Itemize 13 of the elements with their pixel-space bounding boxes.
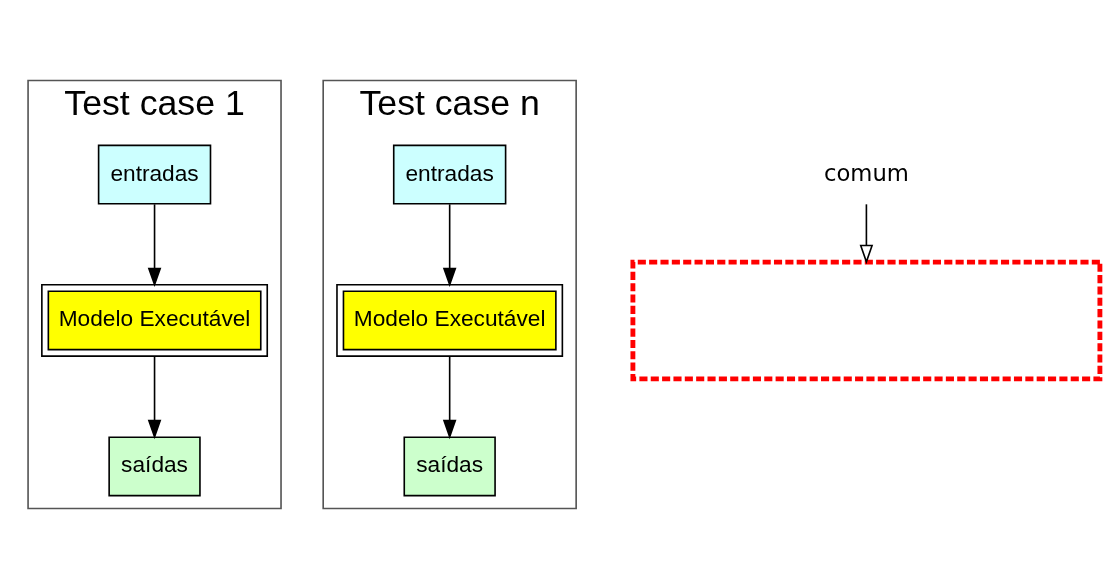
arrow: [147, 203, 162, 287]
node-box: entradas: [97, 144, 212, 204]
arrow: [147, 355, 162, 439]
arrow: [442, 203, 457, 287]
arrow: [859, 203, 874, 264]
arrow: [442, 355, 457, 439]
node-box: [630, 259, 1103, 381]
node-box: Modelo Executável: [41, 283, 269, 357]
node-box: entradas: [392, 144, 507, 204]
node-text: comum: [823, 159, 909, 186]
node-box: saídas: [403, 435, 496, 496]
node-box: Modelo Executável: [336, 283, 564, 357]
node-box: saídas: [108, 435, 201, 496]
